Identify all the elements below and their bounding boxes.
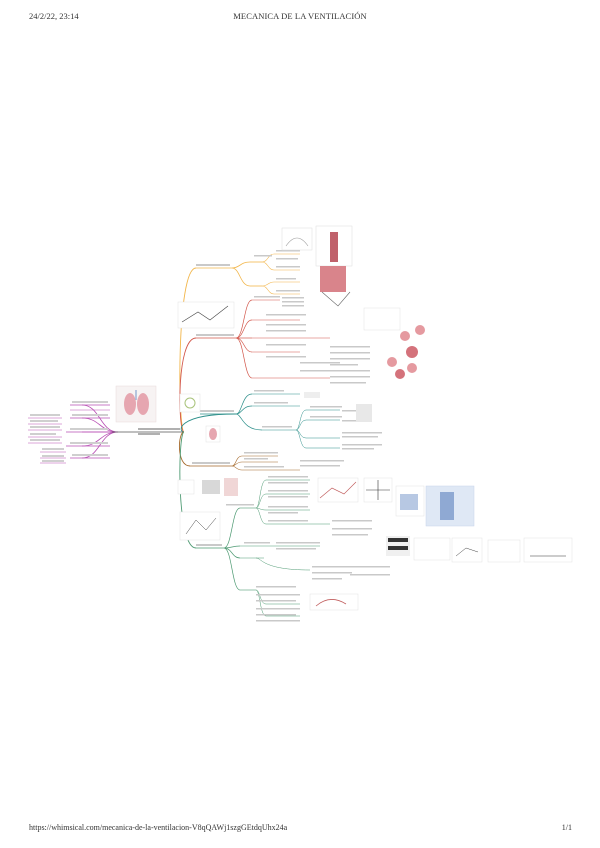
left-branch	[28, 401, 118, 463]
branch-teal	[180, 390, 382, 450]
footer-url: https://whimsical.com/mecanica-de-la-ven…	[29, 823, 287, 832]
lung-illustration	[116, 386, 156, 422]
page-number: 1/1	[562, 823, 572, 832]
branch-red	[178, 292, 425, 384]
branch-yellow	[196, 226, 352, 294]
branch-green	[178, 476, 572, 622]
central-node	[112, 428, 184, 435]
branch-brown	[190, 452, 344, 470]
